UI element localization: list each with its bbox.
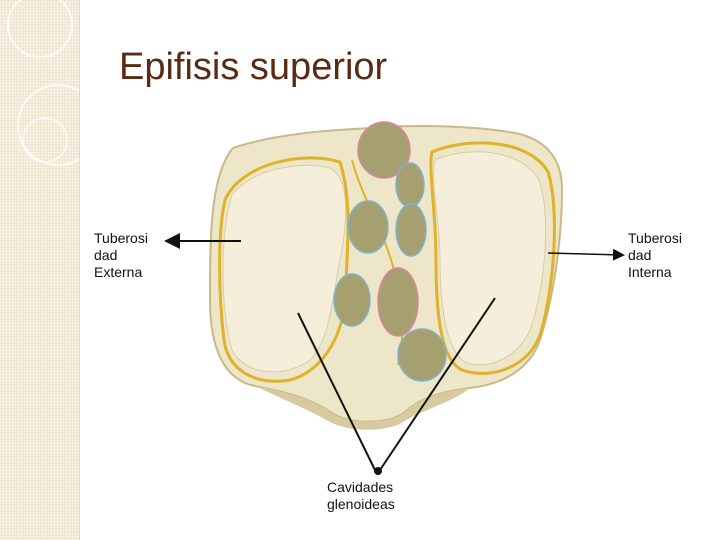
ligament-area-3	[347, 200, 389, 254]
medial-glenoid-cavity	[433, 151, 547, 366]
ligament-area-2	[395, 162, 425, 208]
ligament-area-6	[377, 267, 419, 337]
label-line: glenoideas	[327, 496, 395, 512]
ligament-area-4	[395, 203, 427, 257]
arrow-cavidad-medial	[379, 297, 496, 471]
cartilage-line-lateral	[218, 156, 350, 383]
bone-shadow	[255, 386, 470, 430]
label-line: dad	[94, 247, 118, 263]
ligament-area-7	[397, 328, 447, 382]
slide-title: Epifisis superior	[119, 46, 388, 88]
label-line: Externa	[94, 264, 143, 280]
label-cavidades-glenoideas: Cavidades glenoideas	[327, 479, 395, 513]
arrow-tuberosidad-interna	[547, 248, 625, 261]
label-line: Cavidades	[327, 479, 394, 495]
cartilage-line-medial	[429, 141, 556, 375]
arrow-convergence-point	[374, 467, 382, 475]
label-tuberosidad-interna: Tuberosi dad Interna	[628, 230, 682, 281]
label-line: dad	[628, 247, 652, 263]
label-tuberosidad-externa: Tuberosi dad Externa	[94, 230, 148, 281]
ligament-area-5	[333, 273, 371, 327]
arrow-cavidad-lateral	[297, 312, 376, 471]
decorative-circles	[7, 0, 79, 166]
lateral-glenoid-cavity	[222, 164, 347, 373]
decorative-side-strip	[0, 0, 80, 540]
ligament-area-1	[357, 121, 411, 179]
label-line: Interna	[628, 264, 672, 280]
label-line: Tuberosi	[628, 230, 682, 246]
cartilage-line-central	[351, 159, 404, 366]
label-line: Tuberosi	[94, 230, 148, 246]
